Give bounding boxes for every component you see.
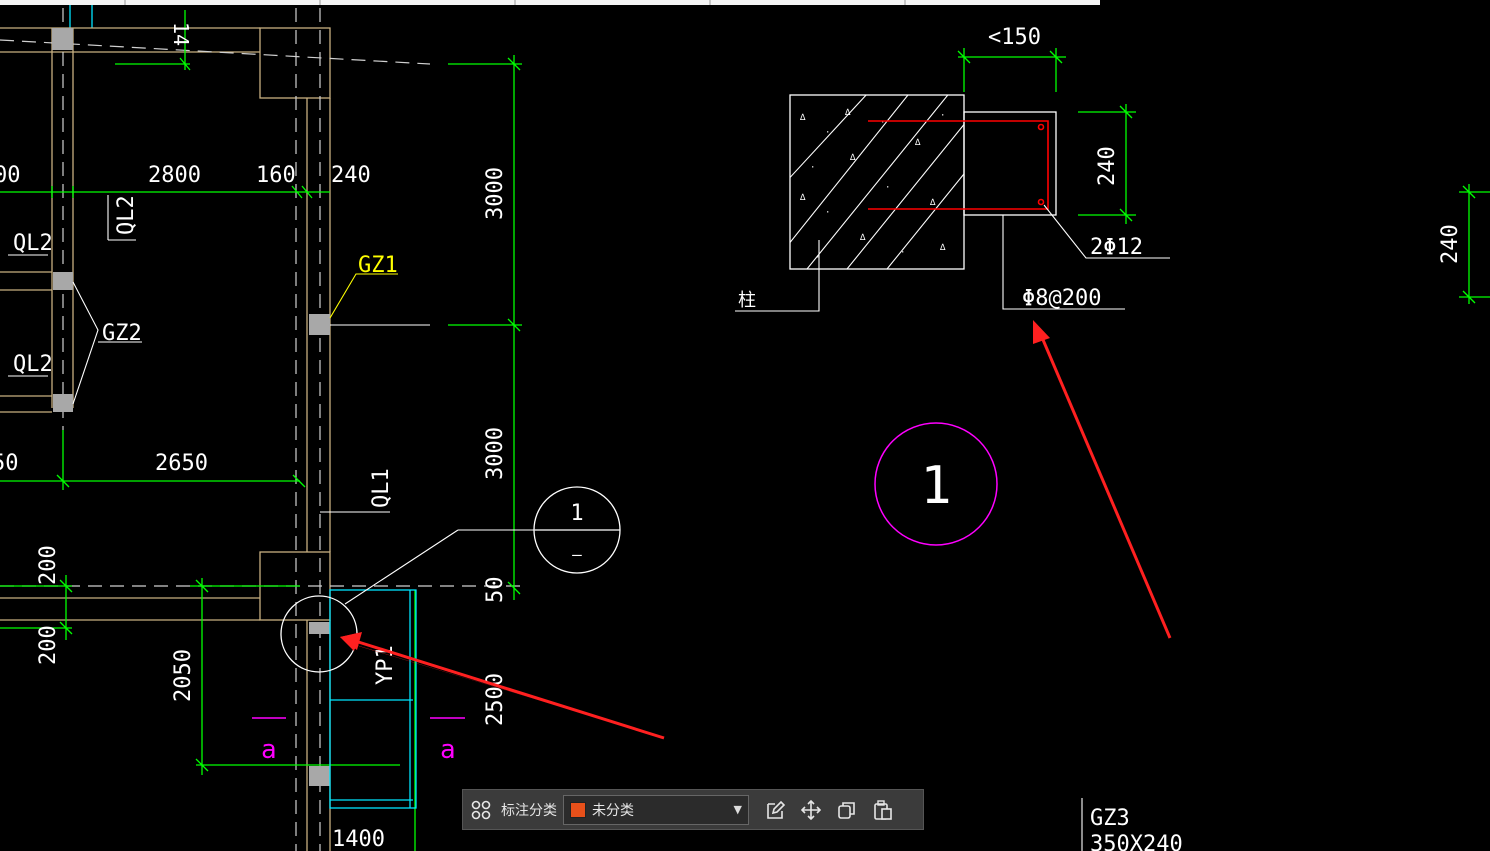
dim-50: 50 (483, 577, 508, 604)
svg-text:∆: ∆ (844, 108, 851, 118)
detail-circle-number: 1 (920, 456, 951, 516)
cyan-fragment (69, 5, 93, 28)
svg-text:∆: ∆ (914, 138, 921, 148)
gz2: GZ2 (102, 321, 142, 346)
edit-icon (767, 800, 786, 819)
svg-text:·: · (940, 111, 945, 121)
a-right: a (440, 735, 456, 765)
svg-text:·: · (825, 128, 830, 138)
detail-2phi12: 2Φ12 (1090, 235, 1143, 260)
ql2-a: QL2 (13, 231, 53, 256)
svg-text:∆: ∆ (929, 198, 936, 208)
detail-240: 240 (1095, 146, 1120, 186)
plan-text: 14 00 2800 160 240 3000 3000 QL2 QL2 QL2… (0, 22, 508, 851)
dim-00: 00 (0, 163, 21, 188)
callout-number: 1 (570, 501, 583, 526)
category-selected-value: 未分类 (592, 802, 634, 819)
beam-section (963, 111, 1057, 216)
svg-text:·: · (810, 163, 815, 173)
svg-text:·: · (815, 253, 820, 263)
dim-3000-top: 3000 (483, 167, 508, 220)
concrete-dots: ∆ · ∆ · ∆ · · ∆ · ∆ ∆ · ∆ · ∆ · (799, 108, 946, 263)
columns (52, 28, 330, 786)
gz3: GZ3 (1090, 806, 1130, 831)
section-callout[interactable]: 1 – (533, 486, 621, 574)
svg-text:·: · (900, 248, 905, 258)
svg-text:·: · (825, 208, 830, 218)
svg-text:·: · (885, 183, 890, 193)
gz1: GZ1 (358, 253, 398, 278)
dim-2050: 2050 (171, 649, 196, 702)
leader-lines (8, 195, 535, 605)
dim-200-b: 200 (36, 625, 61, 665)
svg-text:∆: ∆ (799, 193, 806, 203)
ql1: QL1 (369, 468, 394, 508)
ql2-b: QL2 (13, 352, 53, 377)
svg-text:∆: ∆ (859, 233, 866, 243)
dim-2800: 2800 (148, 163, 201, 188)
rebar-stirrup (868, 120, 1049, 210)
chevron-down-icon: ▼ (733, 803, 742, 816)
move-button[interactable] (793, 792, 829, 828)
gz3-size: 350X240 (1090, 832, 1183, 851)
a-left: a (261, 735, 277, 765)
category-color-swatch (570, 801, 586, 818)
move-icon (800, 799, 822, 820)
dim-240: 240 (331, 163, 371, 188)
detail-leaders (735, 204, 1170, 312)
grid-icon (471, 800, 491, 819)
grid-menu-button[interactable] (463, 792, 499, 828)
paste-button[interactable] (865, 792, 901, 828)
dim-50-left: 50 (0, 451, 19, 476)
yp1-rail (329, 589, 417, 809)
annotation-toolbar: 标注分类 未分类 ▼ (462, 789, 924, 830)
svg-text:∆: ∆ (849, 153, 856, 163)
dim-1400: 1400 (332, 827, 385, 851)
detail-dims (957, 48, 1490, 304)
ql2-vertical: QL2 (114, 195, 139, 235)
detail-zhu: 柱 (738, 290, 756, 311)
floor-plan: 1 – 14 00 2800 160 240 3000 3000 QL2 QL2… (0, 5, 621, 851)
detail-lt150: <150 (988, 25, 1041, 50)
dimension-lines (0, 10, 522, 851)
detail-text: <150 240 2Φ12 Φ8@200 柱 240 (738, 25, 1463, 311)
annotation-arrows (340, 320, 1172, 740)
section-detail: ∆ · ∆ · ∆ · · ∆ · ∆ ∆ · ∆ · ∆ · (735, 25, 1490, 851)
walls (0, 27, 331, 851)
copy-icon (838, 801, 855, 819)
category-select[interactable]: 未分类 ▼ (563, 794, 749, 825)
dim-3000-mid: 3000 (483, 427, 508, 480)
detail-phi8: Φ8@200 (1022, 286, 1101, 311)
dim-2650: 2650 (155, 451, 208, 476)
callout-sub: – (572, 545, 582, 564)
arrow-to-stirrup (1036, 327, 1172, 639)
detail-index-circle[interactable]: 1 (874, 422, 998, 546)
axis-lines (0, 8, 520, 851)
svg-text:∆: ∆ (799, 113, 806, 123)
top-ruler-ticks (124, 0, 906, 5)
dim-200-a: 200 (36, 545, 61, 585)
column-hatch (790, 95, 964, 269)
edit-button[interactable] (757, 792, 793, 828)
dim-160: 160 (256, 163, 296, 188)
top-ruler (0, 0, 1100, 5)
right-240: 240 (1438, 224, 1463, 264)
svg-text:∆: ∆ (939, 243, 946, 253)
copy-button[interactable] (829, 792, 865, 828)
paste-icon (874, 799, 892, 820)
svg-text:·: · (880, 118, 885, 128)
dim-14: 14 (169, 22, 193, 46)
gz1-leader (329, 273, 398, 319)
category-label: 标注分类 (501, 802, 557, 819)
